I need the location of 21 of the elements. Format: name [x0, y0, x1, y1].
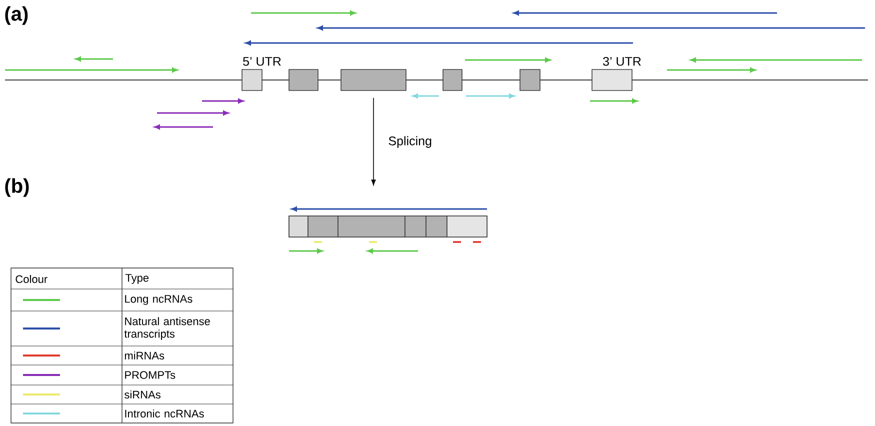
mrna-box	[288, 216, 488, 238]
utr-label: 5’ UTR	[243, 57, 281, 66]
panel-label: (b)	[5, 178, 29, 197]
legend-text: Long ncRNAs	[125, 295, 192, 305]
arrow	[371, 98, 376, 186]
exon-box	[340, 69, 406, 91]
table-header: Type	[125, 274, 149, 284]
exon-box	[242, 69, 262, 91]
legend-text: Intronic ncRNAs	[125, 409, 204, 418]
exon-box	[592, 69, 632, 91]
utr-label: 3’ UTR	[603, 56, 641, 66]
table-header: Colour	[16, 274, 48, 284]
exon-box	[442, 69, 462, 91]
legend-text: Natural antisense transcripts	[124, 317, 210, 340]
edge-label: Splicing	[388, 136, 432, 148]
exon-box	[520, 69, 540, 91]
panel-label: (a)	[5, 6, 28, 25]
legend-text: PROMPTs	[125, 371, 176, 379]
exon-box	[288, 69, 318, 91]
legend-text: siRNAs	[124, 390, 160, 399]
legend-text: miRNAs	[124, 351, 164, 360]
